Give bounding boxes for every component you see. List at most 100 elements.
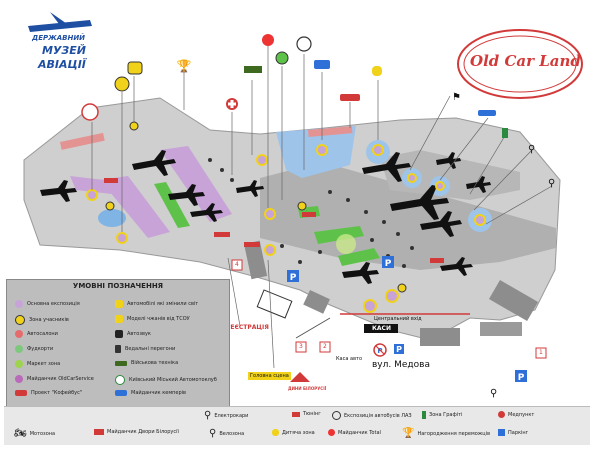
map-marker[interactable] xyxy=(129,121,139,131)
map-marker[interactable] xyxy=(105,201,115,211)
total-icon[interactable] xyxy=(262,34,274,46)
old-car-badge-icon[interactable] xyxy=(114,76,130,92)
motorcycle-icon: 🏍 xyxy=(14,428,27,439)
legend-item: 🏆Нагородження переможців xyxy=(402,429,490,439)
map-marker[interactable] xyxy=(86,189,98,201)
legend-item: ⚲Велозона xyxy=(209,429,244,439)
legend-item: Майданчик Total xyxy=(328,429,381,436)
map-marker[interactable] xyxy=(474,214,486,226)
registration-label: РЕЄСТРАЦІЯ xyxy=(226,324,269,331)
map-marker[interactable] xyxy=(316,144,328,156)
map-marker[interactable] xyxy=(264,208,276,220)
building xyxy=(244,240,268,280)
bicycle-icon[interactable]: ⚲ xyxy=(528,144,535,155)
legend-item: Майданчик Двори Білорусії xyxy=(94,429,179,435)
legend-item: Проект "Кофейбус" xyxy=(15,390,82,396)
logo-line2: МУЗЕЙ xyxy=(42,44,86,57)
autosalon-strip xyxy=(308,126,353,137)
legend-label: Ведальні перегони xyxy=(125,346,176,352)
legend-label: Моделі чжанів від ТСОУ xyxy=(127,316,190,322)
plane-icon xyxy=(40,180,77,202)
legend-label: Автомобілі які змінили світ xyxy=(127,301,199,307)
kidzone-icon xyxy=(272,429,279,436)
motorcycle-icon[interactable]: ⚲ xyxy=(490,388,497,399)
kasy-sign xyxy=(364,324,398,333)
legend-label: Військова техніка xyxy=(131,360,179,366)
tank-icon[interactable] xyxy=(244,66,262,73)
legend-title: УМОВНІ ПОЗНАЧЕННЯ xyxy=(72,282,164,290)
number-marker-2: 2 xyxy=(323,343,327,350)
flag-icon[interactable]: ⚑ xyxy=(452,92,461,103)
map-marker[interactable] xyxy=(264,244,276,256)
number-marker-4: 4 xyxy=(235,261,239,268)
kasa-avto-label: Каса авто xyxy=(336,356,362,362)
legend-label: Електрокари xyxy=(214,413,249,419)
map-marker[interactable] xyxy=(435,181,445,191)
aircraft-group xyxy=(40,150,491,284)
legend-label: Мотозона xyxy=(29,431,56,437)
camper-icon xyxy=(115,390,127,396)
map-marker[interactable] xyxy=(385,289,399,303)
blue-zone xyxy=(276,126,356,178)
red-bus xyxy=(302,212,316,217)
legend-item: Експозиція автобусів ЛАЗ xyxy=(332,411,412,420)
oldcar-service-icon[interactable] xyxy=(81,103,99,121)
dyna-belarus-icon xyxy=(94,429,104,435)
medpunkt-icon xyxy=(498,411,505,418)
map-marker[interactable] xyxy=(256,154,268,166)
tuning-icon xyxy=(292,411,300,417)
market-icon[interactable] xyxy=(275,51,289,65)
map-marker[interactable] xyxy=(372,144,384,156)
old-car-land-title: Old Car Land xyxy=(470,52,581,70)
plane-icon xyxy=(342,262,379,284)
parking-icon[interactable] xyxy=(394,344,404,354)
number-marker-3: 3 xyxy=(299,343,303,350)
camper-icon[interactable] xyxy=(314,60,330,69)
red-bus xyxy=(214,232,230,237)
legend-label: Нагородження переможців xyxy=(417,431,491,437)
map-marker[interactable] xyxy=(116,232,128,244)
coffeebus-icon xyxy=(15,390,27,396)
plane-icon xyxy=(168,184,205,206)
legend-label: Тюнінг xyxy=(303,411,321,417)
map-marker[interactable] xyxy=(297,201,307,211)
autosound-icon xyxy=(115,330,123,338)
parking-icon[interactable] xyxy=(382,256,394,268)
parking-signs: P P P P xyxy=(287,256,527,383)
plane-icon xyxy=(390,185,449,220)
bus-icon[interactable] xyxy=(127,61,143,75)
legend-item: Паркінг xyxy=(498,429,528,436)
plane-icon xyxy=(420,211,462,237)
main-stage-label: Головна сцена xyxy=(248,372,291,380)
automotoclub-icon xyxy=(115,375,125,385)
number-marker-1: 1 xyxy=(539,349,543,356)
kasy-label: КАСИ xyxy=(372,325,391,332)
building xyxy=(488,279,539,322)
legend-label: Майданчик Total xyxy=(338,429,381,436)
tuning-icon[interactable] xyxy=(296,36,312,52)
legend-item: Автозвук xyxy=(115,330,151,338)
logo-line1: ДЕРЖАВНИЙ xyxy=(32,34,86,42)
bicycle-icon[interactable]: ⚲ xyxy=(548,178,555,189)
legend-label: Експозиція автобусів ЛАЗ xyxy=(344,412,412,419)
legend-label: Київський Міський Автомотоклуб xyxy=(129,377,217,383)
map-marker[interactable] xyxy=(397,283,407,293)
trophy-icon[interactable]: 🏆 xyxy=(177,59,192,73)
building xyxy=(256,289,293,319)
graffiti-icon[interactable] xyxy=(502,128,508,138)
pond xyxy=(98,209,126,227)
legend-label: Проект "Кофейбус" xyxy=(31,390,83,396)
race-car-icon[interactable] xyxy=(340,94,360,101)
main-expo-icon xyxy=(15,300,23,308)
map-marker[interactable] xyxy=(407,173,417,183)
parking-icon[interactable] xyxy=(287,270,299,282)
sport-car-icon[interactable] xyxy=(478,110,496,116)
legend-label: Автозвук xyxy=(127,331,151,337)
parking-icon[interactable] xyxy=(515,370,527,382)
bicycle-icon: ⚲ xyxy=(209,428,217,439)
map-marker[interactable] xyxy=(363,299,377,313)
main-expo-zone xyxy=(70,176,112,194)
kidzone-icon[interactable] xyxy=(372,66,382,76)
top-icons: 🏆 ⚑ ⚲ ⚲ ⚲ xyxy=(81,34,555,399)
